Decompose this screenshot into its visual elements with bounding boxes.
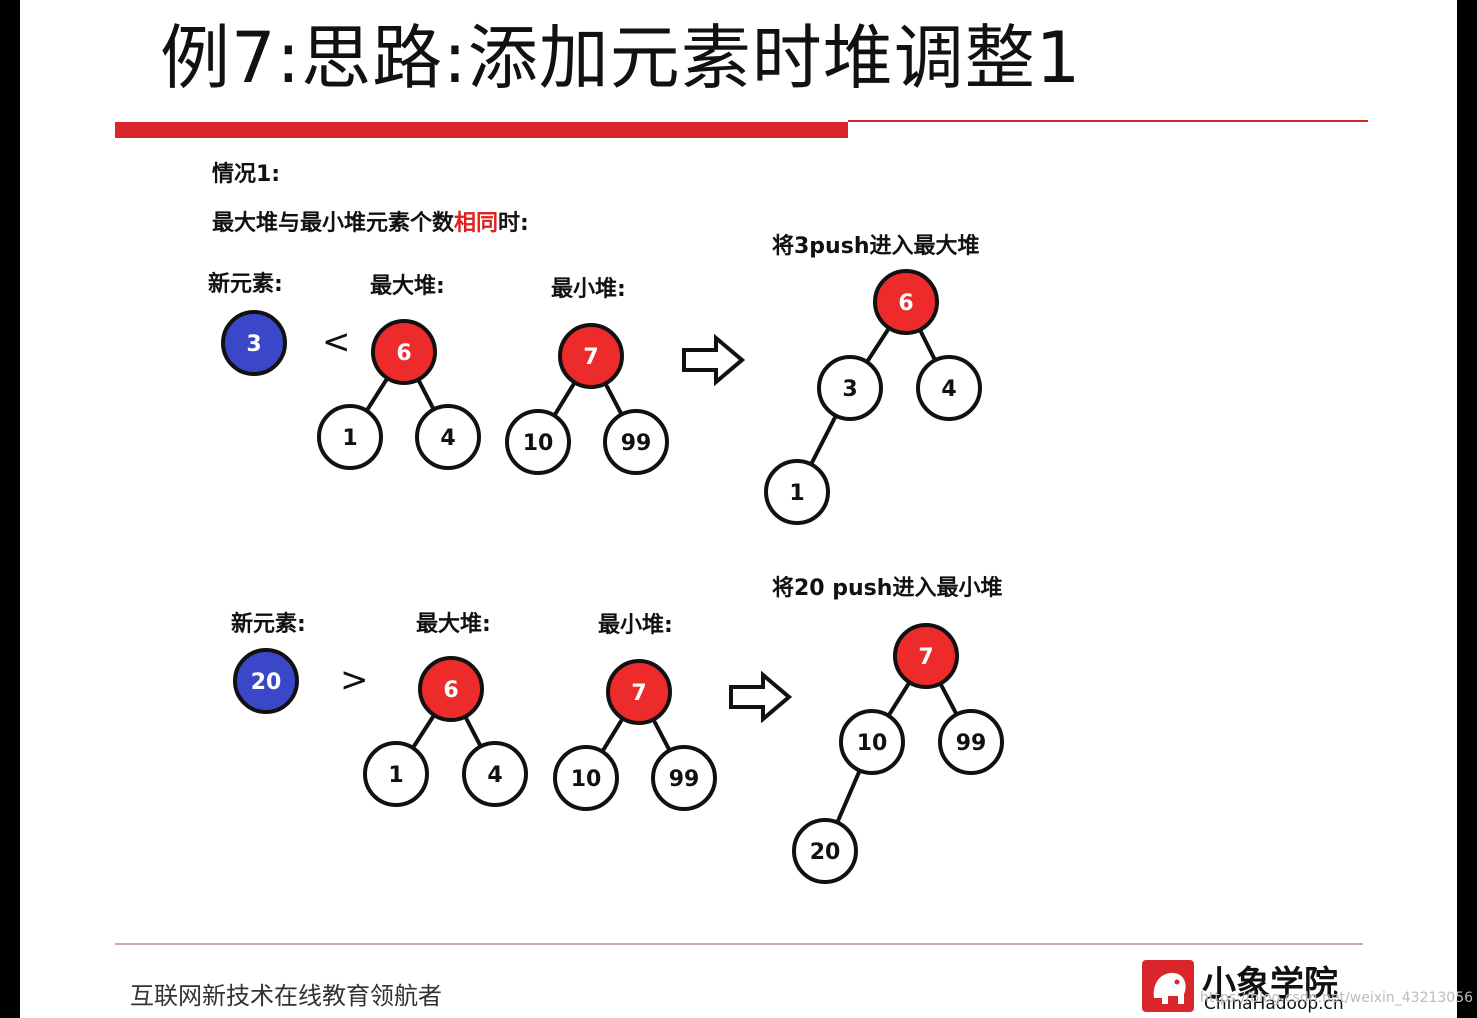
row2-min-heap-left-label: 10 xyxy=(571,767,602,792)
row1-result-heap-root-circle xyxy=(873,269,939,335)
row2-arrow-icon xyxy=(729,670,793,724)
row1-max-heap-left-circle xyxy=(317,404,383,470)
elephant-logo-icon xyxy=(1142,960,1194,1012)
case-label: 情况1: xyxy=(212,162,281,187)
condition-text: 最大堆与最小堆元素个数相同时: xyxy=(212,205,529,237)
row1-result-heap-right-circle xyxy=(916,355,982,421)
row2-result-title: 将20 push进入最小堆 xyxy=(772,576,1003,601)
footer-slogan: 互联网新技术在线教育领航者 xyxy=(130,982,442,1010)
row1-result-heap-left-label: 3 xyxy=(842,377,857,402)
row2-result-heap-right-circle xyxy=(938,709,1004,775)
condition-highlight: 相同 xyxy=(454,211,499,236)
row1-result-title: 将3push进入最大堆 xyxy=(772,234,980,259)
row1-result-heap-leftleft-label: 1 xyxy=(789,481,804,506)
row1-max-heap-left-label: 1 xyxy=(342,426,357,451)
row2-max-heap-left-label: 1 xyxy=(388,763,403,788)
heap-diagram: 3 6 1 4 7 10 99 6 3 4 1 20 6 1 4 7 10 99 7 10 99 20 xyxy=(221,269,1004,884)
brand-name: 小象学院 xyxy=(1202,964,1338,1004)
condition-suffix: 时: xyxy=(498,211,529,236)
row2-min-heap-right-circle xyxy=(651,745,717,811)
row2-min-heap-right-label: 99 xyxy=(669,767,700,792)
row1-min-heap-left-label: 10 xyxy=(523,431,554,456)
row1-new-element-label: 新元素: xyxy=(208,272,283,297)
title-underline-thin xyxy=(848,120,1368,122)
row2-max-heap-root-label: 6 xyxy=(443,678,458,703)
row2-result-heap-left-label: 10 xyxy=(857,731,888,756)
row1-min-heap-right-label: 99 xyxy=(621,431,652,456)
row1-min-heap-right-circle xyxy=(603,409,669,475)
row1-max-heap-label: 最大堆: xyxy=(370,274,445,299)
row2-result-heap-root-circle xyxy=(893,623,959,689)
row2-result-heap-root-label: 7 xyxy=(918,645,933,670)
row1-new-element-node-circle xyxy=(221,310,287,376)
row1-max-heap-root-circle xyxy=(371,319,437,385)
footer-divider xyxy=(115,943,1363,945)
row1-new-element-node-label: 3 xyxy=(246,332,261,357)
row1-min-heap-label: 最小堆: xyxy=(551,277,626,302)
row1-min-heap-left-circle xyxy=(505,409,571,475)
row1-max-heap-right-circle xyxy=(415,404,481,470)
row2-result-heap-leftleft-circle xyxy=(792,818,858,884)
title-underline-thick xyxy=(115,122,848,138)
row1-min-heap-root-circle xyxy=(558,323,624,389)
row2-max-heap-root-circle xyxy=(418,656,484,722)
row2-max-heap-right-label: 4 xyxy=(487,763,502,788)
row1-comparator: < xyxy=(322,322,351,362)
row2-max-heap-left-circle xyxy=(363,741,429,807)
row2-max-heap-right-circle xyxy=(462,741,528,807)
row1-result-heap-left-circle xyxy=(817,355,883,421)
brand-site: ChinaHadoop.cn xyxy=(1204,994,1344,1014)
row1-result-heap-right-label: 4 xyxy=(941,377,956,402)
row1-max-heap-root-label: 6 xyxy=(396,341,411,366)
row1-result-heap-root-label: 6 xyxy=(898,291,913,316)
row1-min-heap-root-label: 7 xyxy=(583,345,598,370)
row1-arrow-icon xyxy=(682,333,746,387)
page-title: 例7:思路:添加元素时堆调整1 xyxy=(160,17,1082,99)
row2-min-heap-label: 最小堆: xyxy=(598,613,673,638)
row2-new-element-node-label: 20 xyxy=(251,670,282,695)
row1-result-heap-leftleft-circle xyxy=(764,459,830,525)
watermark: https://blog.csdn.net/weixin_43213056 xyxy=(1200,990,1474,1006)
row2-result-heap-leftleft-label: 20 xyxy=(810,840,841,865)
row2-min-heap-root-label: 7 xyxy=(631,681,646,706)
slide: 例7:思路:添加元素时堆调整1 情况1: 最大堆与最小堆元素个数相同时: 新元素… xyxy=(20,0,1473,1018)
row2-min-heap-left-circle xyxy=(553,745,619,811)
condition-prefix: 最大堆与最小堆元素个数 xyxy=(212,211,455,236)
row2-result-heap-left-circle xyxy=(839,709,905,775)
row2-result-heap-right-label: 99 xyxy=(956,731,987,756)
row2-new-element-label: 新元素: xyxy=(231,612,306,637)
row2-min-heap-root-circle xyxy=(606,659,672,725)
row1-max-heap-right-label: 4 xyxy=(440,426,455,451)
row2-comparator: > xyxy=(340,660,369,700)
brand-logo: 小象学院 ChinaHadoop.cn xyxy=(1140,960,1380,1018)
row2-max-heap-label: 最大堆: xyxy=(416,612,491,637)
row2-new-element-node-circle xyxy=(233,648,299,714)
